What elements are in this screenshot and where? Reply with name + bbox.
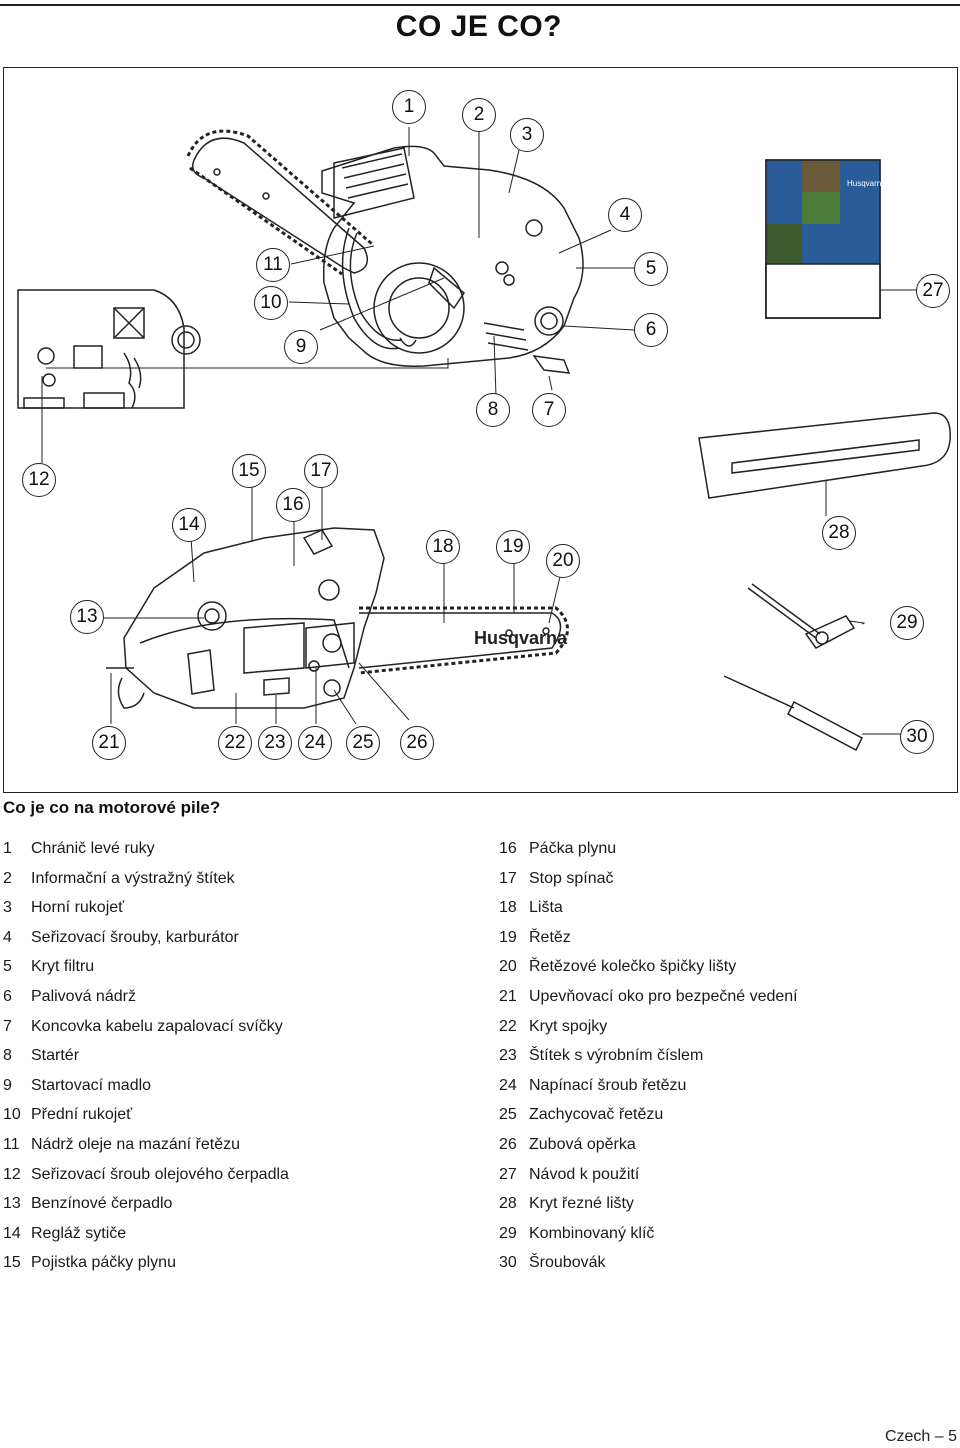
bar-cover [698,412,951,499]
callout-8: 8 [476,393,510,427]
manual-booklet [765,159,881,319]
callout-15: 15 [232,454,266,488]
page-footer: Czech – 5 [884,1428,957,1445]
callout-23: 23 [258,726,292,760]
callout-27: 27 [916,274,950,308]
bottom-saw-body [106,527,385,709]
callout-7: 7 [532,393,566,427]
callout-22: 22 [218,726,252,760]
callout-4: 4 [608,198,642,232]
screwdriver [723,675,863,752]
callout-2: 2 [462,98,496,132]
section-heading: Co je co na motorové pile? [3,798,221,817]
callout-13: 13 [70,600,104,634]
leader-lines [41,127,924,735]
callout-25: 25 [346,726,380,760]
callout-10: 10 [254,286,288,320]
callout-21: 21 [92,726,126,760]
callout-9: 9 [284,330,318,364]
page-title: CO JE CO? [395,10,562,43]
combi-wrench [747,583,856,649]
top-guide-bar [186,129,373,276]
chainsaw-illustration: Husqvarna Husqvarna [17,127,951,752]
callout-14: 14 [172,508,206,542]
callout-6: 6 [634,313,668,347]
callout-16: 16 [276,488,310,522]
callout-1: 1 [392,90,426,124]
callout-30: 30 [900,720,934,754]
callout-29: 29 [890,606,924,640]
bar-brand-text: Husqvarna [474,628,568,648]
callout-3: 3 [510,118,544,152]
callout-5: 5 [634,252,668,286]
top-saw-body [321,145,584,374]
callout-12: 12 [22,463,56,497]
callout-19: 19 [496,530,530,564]
header-rule [0,4,960,6]
callout-17: 17 [304,454,338,488]
bottom-guide-bar [358,606,569,675]
callout-24: 24 [298,726,332,760]
callout-11: 11 [256,248,290,282]
callout-20: 20 [546,544,580,578]
callout-18: 18 [426,530,460,564]
parts-diagram: Husqvarna Husqvarna 1 2 3 4 5 6 7 8 9 10… [3,67,958,793]
callout-28: 28 [822,516,856,550]
engine-closeup [17,289,201,409]
callout-26: 26 [400,726,434,760]
manual-brand-text: Husqvarna [847,179,886,188]
